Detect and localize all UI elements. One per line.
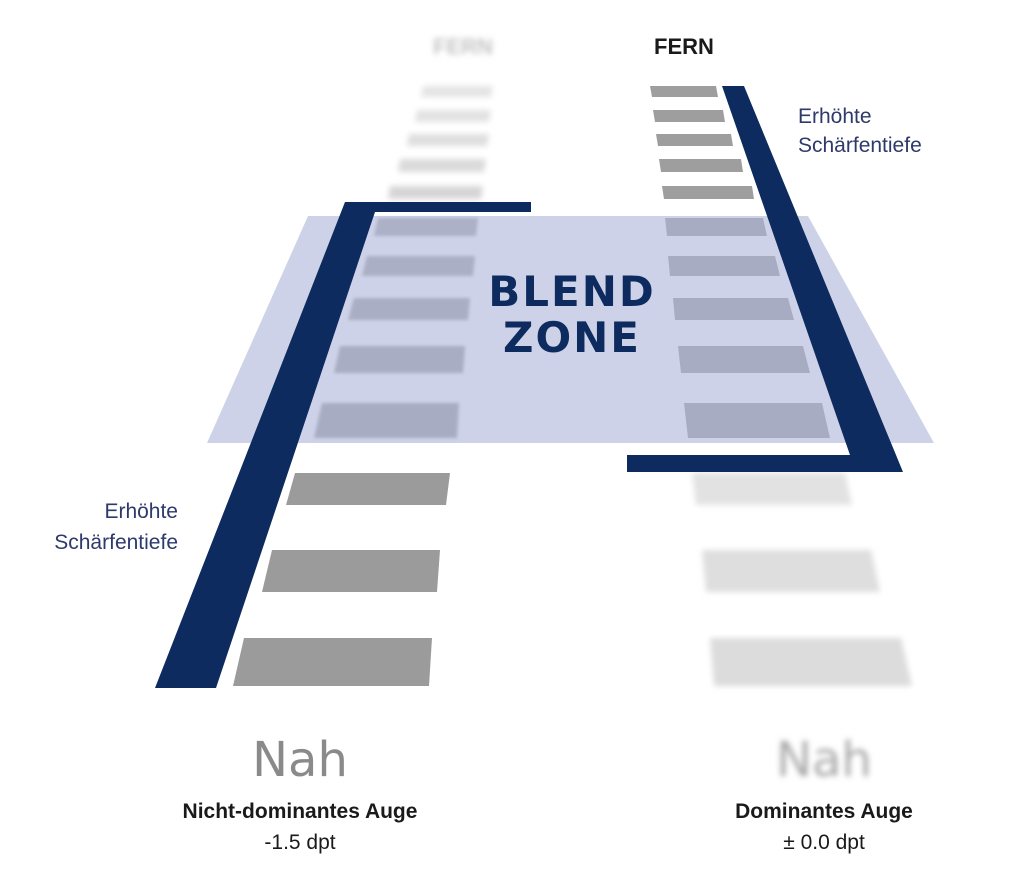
right-near-label: Nah (776, 732, 872, 788)
left-rung-far-4 (398, 159, 486, 172)
blend-zone-line1: BLEND (488, 267, 655, 316)
left-depth-bracket (155, 202, 531, 688)
right-rung-far-2 (653, 110, 725, 122)
blend-zone-line2: ZONE (503, 313, 641, 362)
right-rung-far-3 (656, 134, 733, 146)
right-rung-near-2 (702, 550, 880, 592)
right-dof-label-line1: Erhöhte (798, 105, 872, 128)
left-rung-far-1 (421, 86, 493, 97)
blend-zone-plane (207, 216, 934, 443)
right-rung-far-5 (662, 186, 754, 199)
right-rung-near-1 (692, 473, 852, 505)
right-rung-far-4 (659, 159, 743, 172)
left-rung-near-1 (286, 473, 450, 505)
right-eye-dpt: ± 0.0 dpt (783, 831, 865, 854)
left-rung-far-2 (415, 110, 491, 122)
left-rung-far-3 (407, 134, 489, 146)
left-dof-label-line1: Erhöhte (104, 500, 178, 523)
left-dof-label-line2: Schärfentiefe (54, 531, 178, 554)
right-dof-label-line2: Schärfentiefe (798, 134, 922, 157)
right-depth-bracket (627, 86, 903, 472)
left-eye-label: Nicht-dominantes Auge (183, 800, 418, 823)
right-far-label: FERN (654, 34, 714, 59)
left-rung-near-2 (262, 550, 440, 592)
left-rung-near-3 (233, 638, 432, 686)
left-near-label: Nah (252, 732, 348, 788)
right-rung-near-3 (710, 638, 912, 686)
left-rung-far-5 (388, 186, 483, 199)
left-far-label: FERN (433, 34, 493, 59)
right-rung-far-1 (650, 86, 718, 97)
left-eye-dpt: -1.5 dpt (264, 831, 335, 854)
right-eye-label: Dominantes Auge (735, 800, 913, 823)
